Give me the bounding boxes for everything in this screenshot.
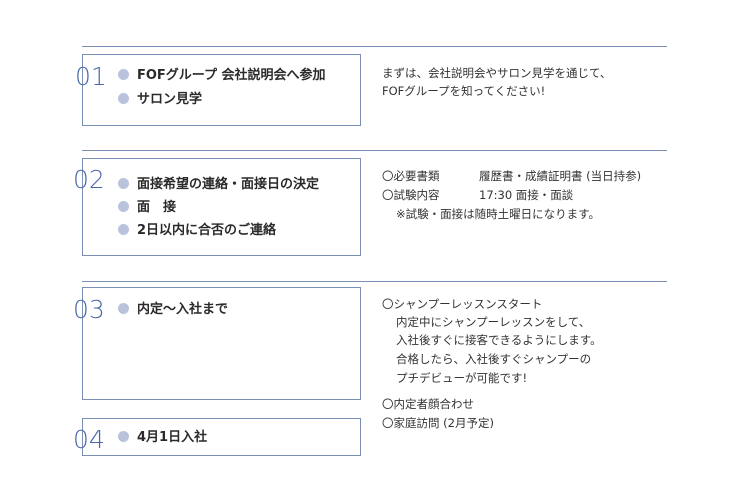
step-02-item-1: 面接希望の連絡・面接日の決定 <box>118 178 319 191</box>
step-02-item-2: 面 接 <box>118 201 176 214</box>
step-02-exam-value: 17:30 面接・面談 <box>479 188 574 202</box>
step-03-number: 03 <box>73 295 105 324</box>
bullet-dot <box>118 201 129 212</box>
step-01-desc-line-2: FOFグループを知ってください! <box>382 84 546 98</box>
step-01-top-line <box>82 46 667 47</box>
step-04-item-1-label: 4月1日入社 <box>137 430 208 445</box>
step-04-item-1: 4月1日入社 <box>118 431 207 444</box>
step-03-desc-line-6: 〇内定者顔合わせ <box>382 397 474 411</box>
step-03-item-1-label: 内定～入社まで <box>137 302 229 317</box>
step-01-item-1: FOFグループ 会社説明会へ参加 <box>118 69 326 82</box>
step-03-desc-line-3: 入社後すぐに接客できるようにします。 <box>396 333 602 347</box>
step-02-item-2-label: 面 接 <box>137 200 177 215</box>
step-02-item-3-label: 2日以内に合否のご連絡 <box>137 223 277 238</box>
step-02-top-line <box>82 150 667 151</box>
step-02-item-1-label: 面接希望の連絡・面接日の決定 <box>137 177 320 192</box>
bullet-dot <box>118 93 129 104</box>
step-03-top-line <box>82 281 667 282</box>
bullet-dot <box>118 431 129 442</box>
step-02-number: 02 <box>73 165 105 194</box>
step-01-box <box>82 54 361 126</box>
bullet-dot <box>118 303 129 314</box>
step-02-required-docs-value: 履歴書・成績証明書 (当日持参) <box>479 169 642 183</box>
step-03-item-1: 内定～入社まで <box>118 303 228 316</box>
step-03-desc-line-7: 〇家庭訪問 (2月予定) <box>382 416 494 430</box>
bullet-dot <box>118 69 129 80</box>
step-03-desc-line-5: プチデビューが可能です! <box>396 371 528 385</box>
step-01-desc-line-1: まずは、会社説明会やサロン見学を通じて、 <box>382 66 612 80</box>
step-02-required-docs-label: 〇必要書類 <box>382 169 440 183</box>
step-01-item-2: サロン見学 <box>118 93 202 106</box>
bullet-dot <box>118 178 129 189</box>
step-02-item-3: 2日以内に合否のご連絡 <box>118 224 276 237</box>
bullet-dot <box>118 224 129 235</box>
step-01-item-2-label: サロン見学 <box>137 92 203 107</box>
step-04-number: 04 <box>73 425 105 454</box>
step-02-note: ※試験・面接は随時土曜日になります。 <box>396 207 600 221</box>
step-01-number: 01 <box>75 62 107 91</box>
step-03-desc-line-2: 内定中にシャンプーレッスンをして、 <box>396 315 591 329</box>
step-02-exam-label: 〇試験内容 <box>382 188 440 202</box>
step-03-desc-line-4: 合格したら、入社後すぐシャンプーの <box>396 352 592 366</box>
step-01-item-1-label: FOFグループ 会社説明会へ参加 <box>137 68 326 83</box>
step-03-desc-line-1: 〇シャンプーレッスンスタート <box>382 297 543 311</box>
